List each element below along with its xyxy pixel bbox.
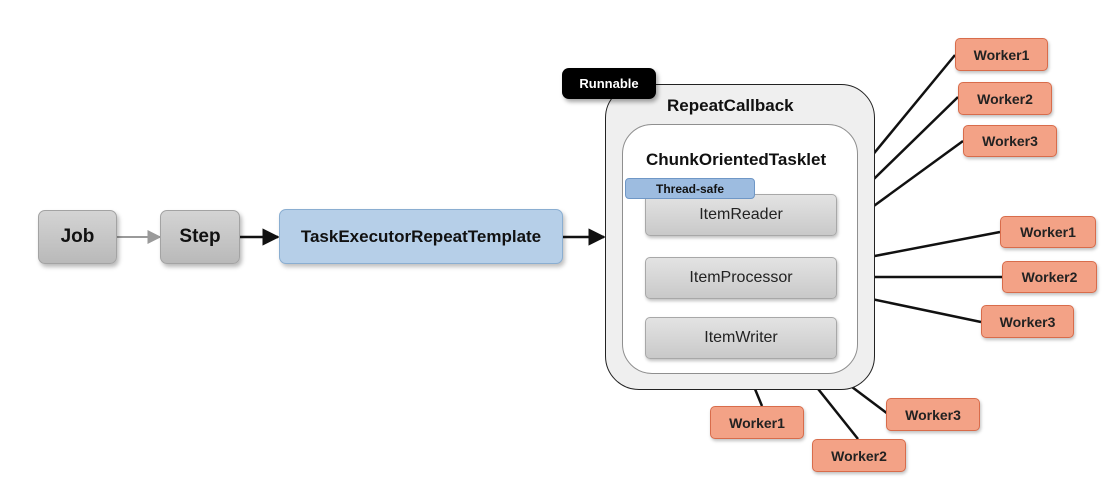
item-reader-box: ItemReader: [645, 194, 837, 236]
writer-worker1-label: Worker1: [729, 414, 785, 431]
reader-worker2-label: Worker2: [977, 90, 1033, 107]
job-box: Job: [38, 210, 117, 264]
step-label: Step: [179, 226, 221, 247]
chunk-oriented-tasklet-title: ChunkOrientedTasklet: [646, 150, 827, 169]
reader-worker2-box: Worker2: [958, 82, 1052, 115]
processor-worker2-label: Worker2: [1021, 269, 1078, 285]
processor-worker1-box: Worker1: [1000, 216, 1096, 248]
writer-worker2-box: Worker2: [812, 439, 906, 472]
processor-worker3-label: Worker3: [999, 313, 1056, 330]
item-processor-label: ItemProcessor: [689, 269, 793, 286]
reader-worker1-label: Worker1: [973, 46, 1030, 63]
writer-worker3-box: Worker3: [886, 398, 980, 431]
processor-worker2-box: Worker2: [1002, 261, 1097, 293]
runnable-label: Runnable: [579, 76, 639, 91]
item-reader-label: ItemReader: [699, 206, 783, 223]
thread-safe-badge: Thread-safe: [625, 178, 755, 199]
writer-worker3-label: Worker3: [905, 406, 961, 423]
processor-worker1-label: Worker1: [1020, 224, 1076, 240]
repeat-callback-title: RepeatCallback: [667, 96, 794, 115]
reader-worker1-box: Worker1: [955, 38, 1048, 71]
task-executor-repeat-template-box: TaskExecutorRepeatTemplate: [279, 209, 563, 264]
writer-worker2-label: Worker2: [831, 447, 887, 464]
reader-worker3-box: Worker3: [963, 125, 1057, 157]
job-label: Job: [60, 226, 95, 247]
item-writer-label: ItemWriter: [704, 329, 778, 346]
runnable-badge: Runnable: [562, 68, 656, 99]
item-processor-box: ItemProcessor: [645, 257, 837, 299]
thread-safe-label: Thread-safe: [655, 181, 725, 196]
processor-worker3-box: Worker3: [981, 305, 1074, 338]
writer-worker1-box: Worker1: [710, 406, 804, 439]
step-box: Step: [160, 210, 240, 264]
reader-worker3-label: Worker3: [982, 133, 1038, 149]
item-writer-box: ItemWriter: [645, 317, 837, 359]
task-executor-repeat-template-label: TaskExecutorRepeatTemplate: [300, 226, 542, 246]
